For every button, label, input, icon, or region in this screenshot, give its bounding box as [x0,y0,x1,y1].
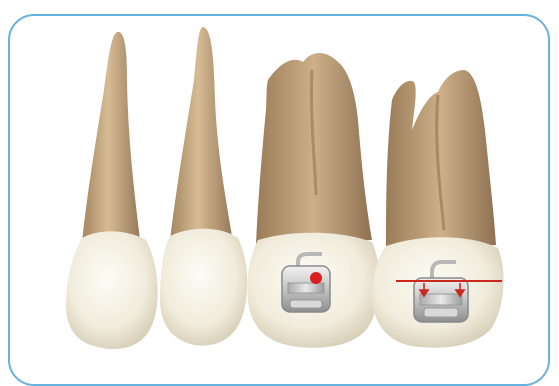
tooth-1 [66,32,158,349]
tooth-2 [160,27,247,346]
tooth-1-root [82,32,140,244]
position-dot-marker [310,272,322,284]
tooth-4-root [386,70,496,250]
teeth-illustration [0,0,559,369]
bracket-2-slot [420,294,462,305]
bracket-1-slot [288,283,324,293]
tooth-1-crown [66,231,158,349]
tooth-2-root [170,27,232,240]
bracket-2-base [424,308,458,317]
tooth-2-crown [160,229,247,346]
bracket-1-base [290,300,322,308]
